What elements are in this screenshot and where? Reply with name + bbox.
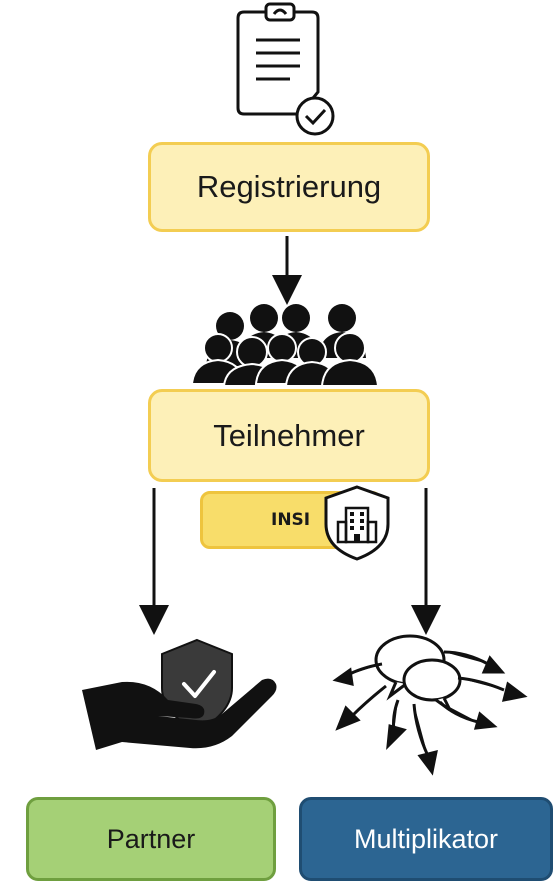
multiplikator-label: Multiplikator: [353, 823, 499, 854]
multiplikator-node: Multiplikator: [299, 797, 553, 881]
speech-bubbles-broadcast-icon: [332, 634, 528, 776]
insi-label: INSI: [271, 510, 311, 530]
teilnehmer-node: Teilnehmer: [148, 389, 430, 482]
teilnehmer-label: Teilnehmer: [213, 417, 365, 453]
registrierung-node: Registrierung: [148, 142, 430, 232]
clipboard-check-icon: [236, 2, 335, 136]
partner-node: Partner: [26, 797, 276, 881]
hand-shield-check-icon: [82, 638, 277, 750]
registrierung-label: Registrierung: [196, 169, 382, 204]
shield-building-icon: [324, 485, 390, 561]
partner-label: Partner: [106, 823, 196, 854]
group-people-icon: [190, 304, 380, 387]
